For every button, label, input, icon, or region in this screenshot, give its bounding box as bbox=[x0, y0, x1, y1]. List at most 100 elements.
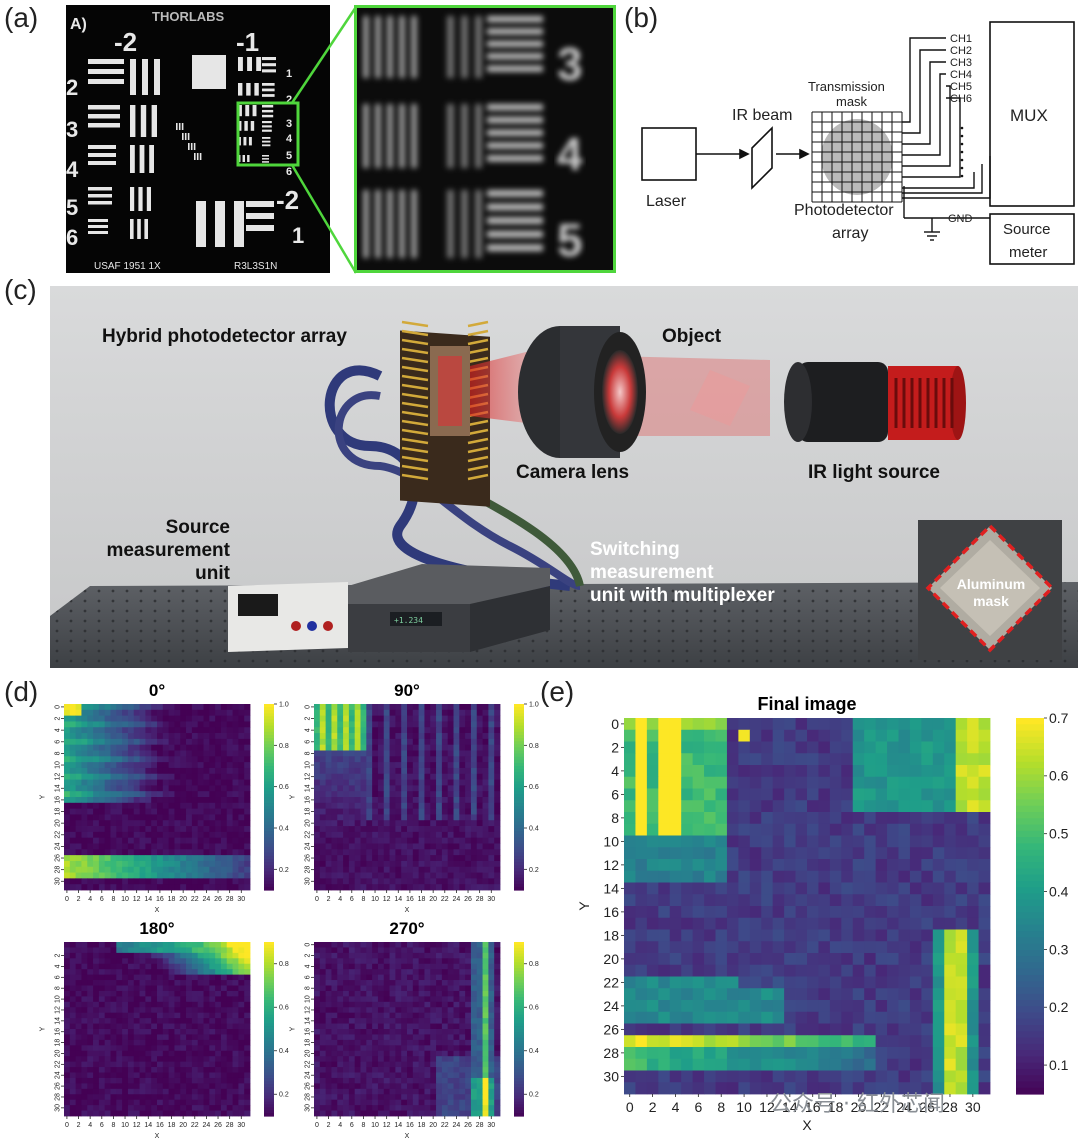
heatmap-cell bbox=[104, 709, 111, 717]
colorbar-segment bbox=[264, 1058, 274, 1062]
heatmap-cell bbox=[64, 1105, 71, 1111]
heatmap-cell bbox=[331, 980, 338, 986]
heatmap-cell bbox=[430, 969, 437, 976]
heatmap-cell bbox=[383, 791, 390, 798]
heatmap-cell bbox=[482, 762, 489, 769]
heatmap-cell bbox=[470, 996, 478, 1003]
heatmap-cell bbox=[232, 1110, 239, 1117]
heatmap-cell bbox=[470, 715, 478, 722]
heatmap-cell bbox=[337, 1018, 344, 1024]
heatmap-cell bbox=[232, 1067, 239, 1073]
heatmap-cell bbox=[209, 1050, 216, 1057]
heatmap-cell bbox=[168, 1034, 175, 1041]
heatmap-cell bbox=[226, 791, 233, 798]
heatmap-cell bbox=[360, 808, 367, 815]
heatmap-cell bbox=[133, 1056, 140, 1063]
heatmap-cell bbox=[459, 860, 466, 868]
heatmap-cell bbox=[133, 1077, 140, 1084]
heatmap-cell bbox=[127, 727, 135, 734]
heatmap-cell bbox=[476, 947, 483, 954]
heatmap-cell bbox=[215, 985, 222, 992]
heatmap-cell bbox=[186, 990, 193, 997]
heatmap-cell bbox=[232, 985, 239, 992]
heatmap-cell bbox=[343, 727, 350, 734]
heatmap-cell bbox=[401, 1067, 408, 1073]
heatmap-cell bbox=[238, 767, 245, 775]
left-num-5: 5 bbox=[66, 195, 78, 220]
heatmap-cell bbox=[93, 1105, 100, 1111]
heatmap-cell bbox=[133, 1034, 140, 1041]
heatmap-cell bbox=[87, 990, 94, 997]
x-tick-label: 24 bbox=[203, 1122, 211, 1129]
heatmap-cell bbox=[360, 727, 367, 734]
heatmap-cell bbox=[215, 733, 222, 740]
heatmap-cell bbox=[314, 820, 321, 827]
colorbar-segment bbox=[514, 719, 524, 724]
heatmap-cell bbox=[875, 753, 888, 766]
heatmap-cell bbox=[389, 1034, 396, 1041]
heatmap-cell bbox=[407, 1072, 414, 1079]
heatmap-cell bbox=[220, 884, 228, 891]
heatmap-cell bbox=[209, 1061, 216, 1068]
chip-pin bbox=[401, 383, 429, 391]
heatmap-cell bbox=[81, 750, 88, 757]
heatmap-cell bbox=[319, 947, 327, 954]
heatmap-cell bbox=[366, 1056, 373, 1063]
heatmap-cell bbox=[186, 1023, 193, 1030]
heatmap-cell bbox=[145, 785, 152, 792]
heatmap-cell bbox=[197, 980, 204, 986]
heatmap-cell bbox=[372, 996, 379, 1003]
heatmap-cell bbox=[157, 872, 164, 879]
y-tick-label: 30 bbox=[304, 1104, 311, 1112]
heatmap-cell bbox=[488, 1088, 495, 1095]
heatmap-cell bbox=[715, 765, 728, 778]
heatmap-cell bbox=[401, 872, 408, 879]
heatmap-cell bbox=[389, 1056, 396, 1063]
heatmap-cell bbox=[157, 958, 164, 965]
heatmap-cell bbox=[87, 721, 94, 728]
heatmap-cell bbox=[139, 1077, 146, 1084]
heatmap-cell bbox=[360, 1001, 367, 1008]
heatmap-cell bbox=[81, 1012, 88, 1019]
heatmap-cell bbox=[203, 773, 210, 780]
heatmap-cell bbox=[407, 1018, 414, 1024]
heatmap-cell bbox=[244, 1067, 251, 1073]
heatmap-cell bbox=[69, 1050, 77, 1057]
zoom-bar bbox=[387, 104, 393, 168]
heatmap-cell bbox=[81, 1072, 88, 1079]
heatmap-cell bbox=[174, 808, 181, 815]
heatmap-cell bbox=[238, 750, 245, 757]
heatmap-cell bbox=[354, 1067, 361, 1073]
heatmap-cell bbox=[314, 1045, 321, 1052]
colorbar-segment bbox=[264, 744, 274, 748]
heatmap-cell bbox=[157, 1023, 164, 1030]
heatmap-cell bbox=[174, 756, 181, 763]
heatmap-cell bbox=[197, 750, 204, 757]
heatmap-cell bbox=[325, 866, 332, 873]
heatmap-cell bbox=[314, 1050, 321, 1057]
heatmap-cell bbox=[157, 942, 164, 948]
usaf-bar bbox=[196, 153, 199, 160]
colorbar-segment bbox=[264, 762, 274, 767]
heatmap-cell bbox=[348, 1077, 356, 1084]
heatmap-cell bbox=[389, 814, 396, 821]
heatmap-cell bbox=[459, 733, 466, 740]
heatmap-cell bbox=[343, 715, 350, 722]
colorbar-segment bbox=[514, 1113, 524, 1117]
heatmap-cell bbox=[337, 990, 344, 997]
heatmap-cell bbox=[186, 779, 193, 786]
heatmap-cell bbox=[401, 727, 408, 734]
zoom-bar bbox=[475, 16, 482, 78]
heatmap-cell bbox=[319, 860, 327, 868]
colorbar-segment bbox=[514, 976, 524, 981]
heatmap-cell bbox=[459, 1061, 466, 1068]
heatmap-cell bbox=[168, 947, 175, 954]
heatmap-cell bbox=[447, 721, 454, 728]
heatmap-cell bbox=[244, 744, 251, 751]
heatmap-cell bbox=[453, 878, 460, 885]
heatmap-cell bbox=[145, 756, 152, 763]
usaf-bar bbox=[262, 63, 276, 67]
heatmap-cell bbox=[377, 849, 385, 856]
heatmap-cell bbox=[418, 733, 425, 740]
heatmap-cell bbox=[488, 738, 495, 746]
